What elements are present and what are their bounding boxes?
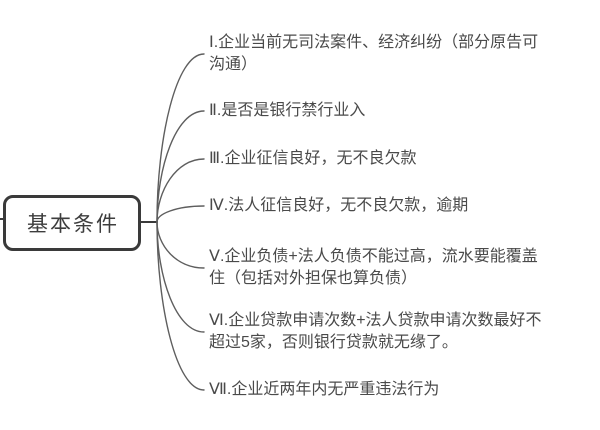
branch-curve-6 — [156, 221, 205, 333]
branch-curve-5 — [156, 221, 205, 269]
branch-node-4[interactable]: Ⅳ.法人征信良好，无不良欠款，逾期 — [209, 195, 468, 217]
branch-node-2[interactable]: Ⅱ.是否是银行禁行业入 — [209, 100, 365, 122]
branch-node-6[interactable]: Ⅵ.企业贷款申请次数+法人贷款申请次数最好不超过5家，否则银行贷款就无缘了。 — [209, 310, 542, 354]
branch-node-5-line-2: 住（包括对外担保也算负债） — [209, 270, 418, 287]
branch-node-7[interactable]: Ⅶ.企业近两年内无严重违法行为 — [209, 379, 439, 401]
branch-node-6-line-1: Ⅵ.企业贷款申请次数+法人贷款申请次数最好不 — [209, 312, 542, 329]
branch-node-3[interactable]: Ⅲ.企业征信良好，无不良欠款 — [209, 148, 416, 170]
branch-curve-3 — [156, 158, 205, 223]
branch-curve-1 — [156, 53, 205, 223]
branch-node-1-line-1: Ⅰ.企业当前无司法案件、经济纠纷（部分原告可 — [209, 34, 539, 51]
branch-node-6-line-2: 超过5家，否则银行贷款就无缘了。 — [209, 334, 458, 351]
branch-curve-2 — [156, 110, 205, 223]
branch-node-1[interactable]: Ⅰ.企业当前无司法案件、经济纠纷（部分原告可沟通） — [209, 32, 538, 76]
root-node-label: 基本条件 — [27, 213, 119, 236]
branch-node-3-line-1: Ⅲ.企业征信良好，无不良欠款 — [209, 150, 417, 167]
branch-node-5-line-1: Ⅴ.企业负债+法人负债不能过高，流水要能覆盖 — [209, 248, 538, 265]
branch-node-7-line-1: Ⅶ.企业近两年内无严重违法行为 — [209, 381, 440, 398]
branch-curve-7 — [156, 221, 205, 391]
branch-node-2-line-1: Ⅱ.是否是银行禁行业入 — [209, 102, 366, 119]
root-node[interactable]: 基本条件 — [3, 195, 141, 251]
branch-node-4-line-1: Ⅳ.法人征信良好，无不良欠款，逾期 — [209, 197, 469, 214]
branch-node-5[interactable]: Ⅴ.企业负债+法人负债不能过高，流水要能覆盖住（包括对外担保也算负债） — [209, 246, 538, 290]
branch-node-1-line-2: 沟通） — [209, 56, 258, 73]
branch-curve-4 — [156, 205, 205, 223]
